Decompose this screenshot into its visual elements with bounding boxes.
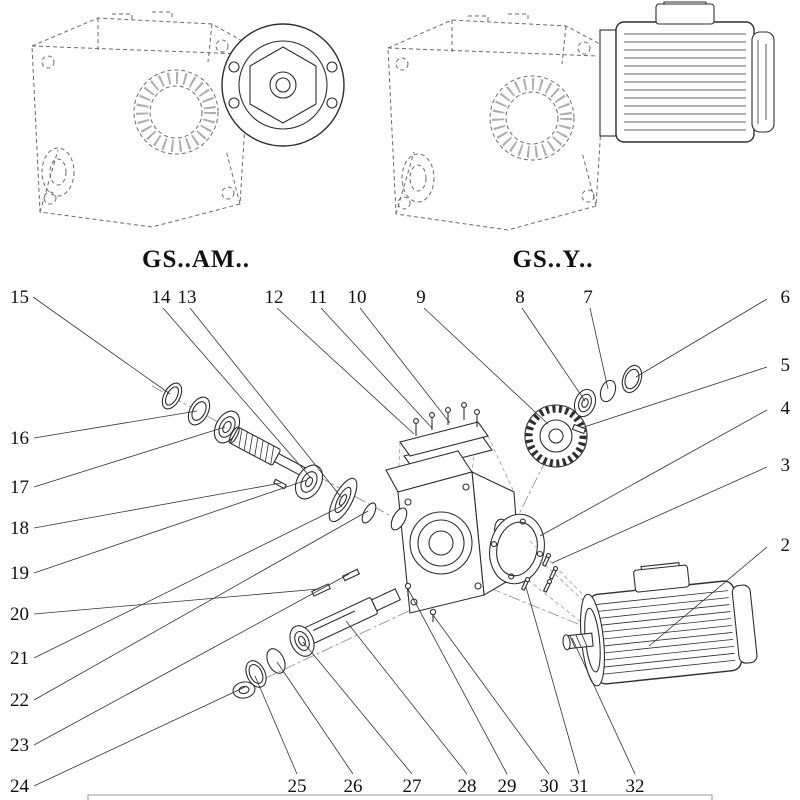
- callout-4: 4: [781, 398, 791, 419]
- leader-line-25: [254, 675, 298, 775]
- housing-plugs: [404, 582, 437, 622]
- upper-right-rings: [573, 364, 643, 418]
- leader-line-14: [162, 307, 312, 479]
- callout-23: 23: [10, 735, 29, 756]
- callout-27: 27: [403, 776, 422, 797]
- callout-21: 21: [10, 648, 29, 669]
- leader-line-8: [521, 307, 586, 402]
- gear-teeth-hint: [492, 78, 572, 158]
- callout-2: 2: [781, 535, 791, 556]
- leader-line-9: [423, 307, 549, 425]
- gearbox-y-motor: [599, 1, 775, 143]
- leader-line-24: [33, 686, 246, 787]
- callout-20: 20: [10, 604, 29, 625]
- leader-line-6: [635, 298, 768, 378]
- bottom-border-mark: [87, 794, 713, 800]
- callout-29: 29: [498, 776, 517, 797]
- leader-line-21: [33, 505, 343, 659]
- callout-7: 7: [583, 287, 593, 308]
- leader-line-29: [407, 588, 508, 775]
- leader-line-11: [320, 307, 433, 429]
- callout-11: 11: [309, 287, 327, 308]
- flange-bolts: [520, 553, 559, 593]
- leader-line-32: [571, 637, 636, 775]
- callout-10: 10: [348, 287, 367, 308]
- callout-19: 19: [10, 563, 29, 584]
- gearbox-am-drawing: [31, 11, 345, 228]
- callout-22: 22: [10, 690, 29, 711]
- callout-31: 31: [570, 776, 589, 797]
- leader-line-3: [551, 466, 768, 564]
- leader-line-30: [432, 614, 550, 775]
- leader-line-15: [32, 296, 171, 395]
- leader-line-19: [33, 479, 308, 574]
- gear-teeth-hint: [136, 72, 216, 152]
- leader-line-12: [276, 307, 415, 435]
- callout-14: 14: [152, 287, 172, 308]
- output-shaft: [299, 588, 402, 647]
- model-label-am: GS..AM..: [142, 246, 250, 273]
- callout-26: 26: [344, 776, 363, 797]
- leader-line-18: [33, 482, 282, 529]
- leader-line-16: [33, 410, 198, 439]
- leader-line-27: [302, 641, 413, 775]
- callout-32: 32: [626, 776, 645, 797]
- leader-line-10: [359, 307, 451, 424]
- leader-line-28: [345, 620, 468, 775]
- cover-screws: [413, 402, 480, 436]
- callout-25: 25: [288, 776, 307, 797]
- leader-line-5: [580, 366, 768, 429]
- leader-line-20: [33, 588, 320, 615]
- shaft-key: [341, 568, 361, 582]
- callout-15: 15: [10, 287, 29, 308]
- leader-line-13: [189, 307, 342, 498]
- callout-5: 5: [781, 355, 791, 376]
- leader-line-17: [33, 426, 226, 488]
- callout-18: 18: [10, 518, 29, 539]
- callout-12: 12: [265, 287, 284, 308]
- gearbox-y-drawing: [387, 1, 775, 231]
- callout-28: 28: [458, 776, 477, 797]
- leader-line-22: [33, 510, 369, 701]
- leader-line-2: [648, 546, 768, 647]
- callout-8: 8: [515, 287, 525, 308]
- input-shaft-parts: [161, 382, 377, 524]
- exploded-view: [151, 364, 758, 699]
- leader-line-23: [33, 573, 350, 746]
- callout-30: 30: [540, 776, 559, 797]
- gearbox-am-flange: [221, 23, 345, 147]
- housing-drawing: [385, 450, 521, 614]
- callout-16: 16: [10, 428, 29, 449]
- model-label-y: GS..Y..: [512, 246, 593, 273]
- leader-line-4: [539, 409, 768, 537]
- big-gear-drawing: [524, 404, 588, 468]
- callout-9: 9: [416, 287, 426, 308]
- callout-24: 24: [10, 776, 30, 797]
- leader-line-7: [589, 307, 609, 390]
- callout-3: 3: [781, 455, 791, 476]
- flange-ring-drawing: [404, 513, 607, 635]
- gear-key: [571, 423, 587, 435]
- callout-6: 6: [781, 287, 791, 308]
- input-key: [273, 478, 287, 490]
- leader-line-31: [525, 586, 580, 775]
- callout-17: 17: [10, 477, 29, 498]
- leader-line-26: [276, 661, 354, 775]
- callout-13: 13: [178, 287, 197, 308]
